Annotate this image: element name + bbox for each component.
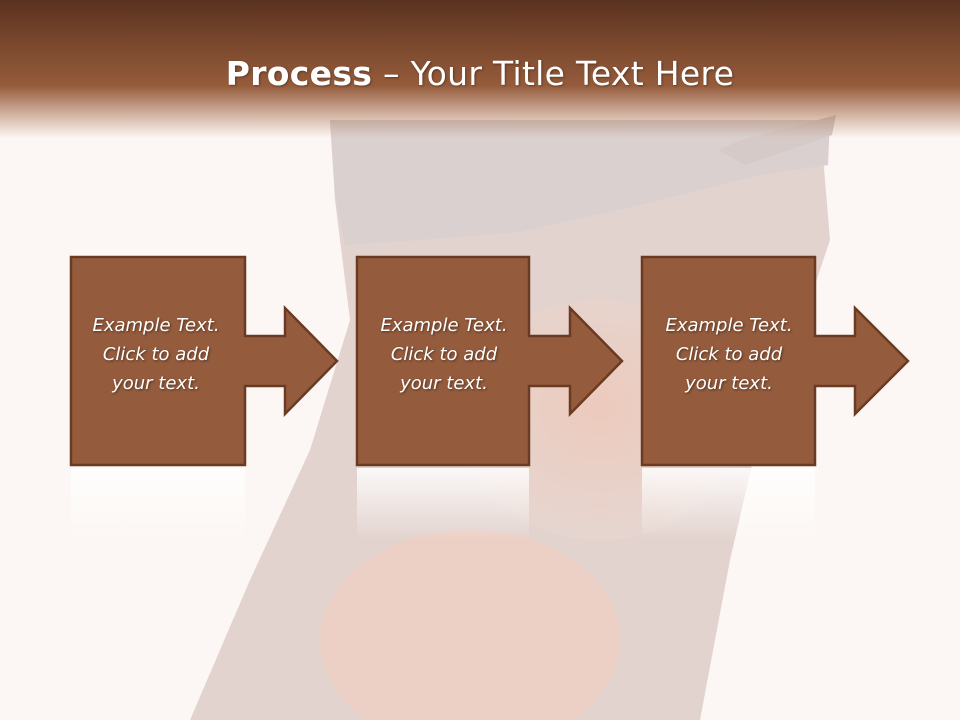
figure-garment-top (330, 120, 830, 245)
step-2-line-2: Click to add (390, 344, 498, 365)
step-1-text[interactable]: Example Text. Click to add your text. (71, 311, 241, 398)
slide-title[interactable]: Process – Your Title Text Here (0, 52, 960, 96)
step-2-shape (355, 255, 624, 467)
step-3-line-1: Example Text. (665, 315, 793, 336)
step-1-line-3: your text. (112, 373, 200, 394)
step-1-line-2: Click to add (102, 344, 210, 365)
step-3-line-2: Click to add (675, 344, 783, 365)
header-banner (0, 0, 960, 138)
step-1-reflection (71, 468, 245, 540)
title-rest-text: – Your Title Text Here (372, 54, 735, 93)
step-3-reflection (642, 468, 815, 540)
title-strong-text: Process (225, 54, 373, 93)
process-step-2[interactable] (355, 255, 624, 540)
step-3-shape (640, 255, 910, 467)
process-step-3[interactable] (640, 255, 910, 540)
step-2-text[interactable]: Example Text. Click to add your text. (359, 311, 529, 398)
process-step-1[interactable] (69, 255, 339, 540)
step-1-shape (69, 255, 339, 467)
step-2-reflection (357, 468, 529, 540)
step-1-line-1: Example Text. (92, 315, 220, 336)
figure-hip-highlight (320, 530, 620, 720)
step-2-line-1: Example Text. (380, 315, 508, 336)
step-2-line-3: your text. (400, 373, 488, 394)
step-3-line-3: your text. (685, 373, 773, 394)
step-3-text[interactable]: Example Text. Click to add your text. (644, 311, 814, 398)
